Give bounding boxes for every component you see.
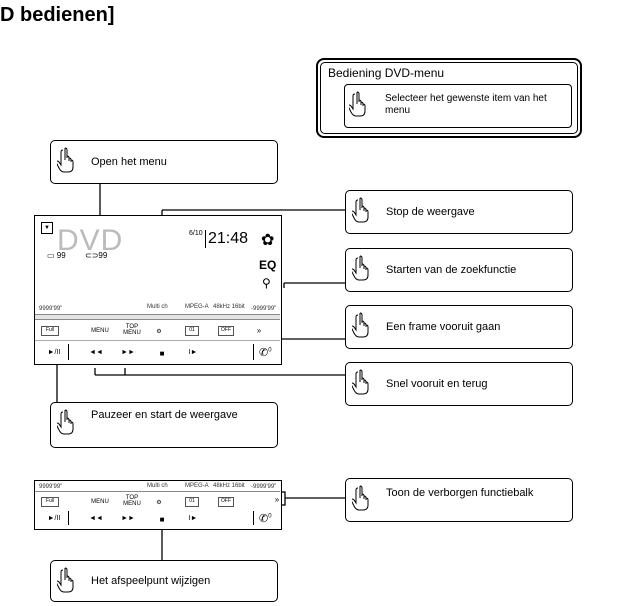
top-menu-button[interactable]: TOP MENU	[123, 324, 141, 336]
pointing-hand-icon	[352, 255, 369, 281]
time-remaining: -9999'99"	[251, 306, 277, 312]
dvd-menu-title: Bediening DVD-menu	[328, 66, 445, 80]
angle-icon[interactable]: ⚙	[156, 500, 162, 506]
pointing-hand-icon	[57, 147, 74, 173]
pointing-hand-icon	[349, 91, 366, 117]
angle-button[interactable]: 01	[185, 326, 199, 336]
source-watermark: DVD	[57, 224, 124, 257]
subtitle-off-button[interactable]: OFF	[218, 326, 234, 336]
pointing-hand-icon	[352, 197, 369, 223]
pointing-hand-icon	[352, 312, 369, 338]
date: 6/10	[189, 230, 203, 237]
settings-gear-icon[interactable]: ✿	[261, 232, 275, 249]
audio-format: MPEG-A	[185, 483, 209, 489]
pointing-hand-icon	[352, 485, 369, 511]
divider	[253, 511, 254, 525]
stop-button[interactable]: ■	[159, 515, 165, 524]
subtitle-off-button[interactable]: OFF	[218, 497, 234, 507]
more-functions-button[interactable]: »	[256, 326, 262, 335]
full-button[interactable]: Full	[41, 497, 59, 507]
control-bar	[35, 340, 280, 366]
menu-button[interactable]: MENU	[91, 499, 109, 505]
callout-hidden-bar: Toon de verborgen functiebalk	[345, 478, 573, 522]
full-button[interactable]: Full	[41, 326, 59, 336]
fast-forward-button[interactable]: ►►	[121, 349, 135, 356]
top-menu-button[interactable]: TOP MENU	[123, 495, 141, 507]
callout-text: Het afspeelpunt wijzigen	[91, 575, 211, 587]
page-heading: D bedienen]	[0, 4, 115, 26]
callout-playpoint: Het afspeelpunt wijzigen	[50, 560, 278, 602]
callout-text: Open het menu	[91, 156, 167, 168]
dvd-control-strip: 9999'99" Multi ch MPEG-A 48kHz 16bit -99…	[34, 480, 282, 530]
pointing-hand-icon	[352, 369, 369, 395]
frame-advance-button[interactable]: I►	[188, 349, 198, 356]
callout-search: Starten van de zoekfunctie	[345, 248, 573, 292]
clock: 21:48	[205, 230, 248, 248]
callout-fast: Snel vooruit en terug	[345, 362, 573, 406]
divider	[253, 344, 254, 360]
eq-button[interactable]: EQ	[259, 258, 277, 272]
audio-channel: Multi ch	[147, 483, 168, 489]
dvd-menu-box: Bediening DVD-menu Selecteer het gewenst…	[316, 58, 582, 138]
frame-advance-button[interactable]: I►	[188, 515, 198, 522]
seek-bar[interactable]	[35, 314, 280, 320]
callout-frame: Een frame vooruit gaan	[345, 305, 573, 349]
sample-rate: 48kHz 16bit	[213, 483, 245, 489]
play-pause-button[interactable]: ►/II	[47, 515, 61, 522]
dvd-menu-inner-box: Selecteer het gewenste item van het menu	[344, 84, 572, 128]
phone-icon[interactable]: ✆0	[259, 513, 272, 525]
rewind-button[interactable]: ◄◄	[89, 515, 103, 522]
divider	[68, 344, 69, 360]
dvd-screen: ▼ DVD ▭ 99 ⊂⊃99 6/10 21:48 ✿ EQ ⚲ 9999'9…	[34, 215, 282, 365]
audio-format: MPEG-A	[185, 304, 209, 310]
angle-button[interactable]: 01	[185, 497, 199, 507]
angle-icon[interactable]: ⚙	[156, 329, 162, 335]
callout-text: Pauzeer en start de weergave	[91, 409, 238, 421]
pointing-hand-icon	[57, 567, 74, 593]
rewind-button[interactable]: ◄◄	[89, 349, 103, 356]
callout-text: Toon de verborgen functiebalk	[386, 487, 534, 499]
callout-text: Een frame vooruit gaan	[386, 321, 501, 333]
menu-button[interactable]: MENU	[91, 328, 109, 334]
play-pause-button[interactable]: ►/II	[47, 349, 61, 356]
fast-forward-button[interactable]: ►►	[121, 515, 135, 522]
time-remaining: -9999'99"	[251, 484, 277, 490]
callout-text: Stop de weergave	[386, 206, 475, 218]
callout-pause: Pauzeer en start de weergave	[50, 402, 278, 448]
callout-open-menu: Open het menu	[50, 140, 278, 184]
seek-bar[interactable]	[35, 491, 280, 494]
phone-icon[interactable]: ✆0	[259, 347, 272, 359]
more-functions-button[interactable]: »	[274, 495, 280, 504]
divider	[68, 511, 69, 525]
audio-channel: Multi ch	[147, 304, 168, 310]
sample-rate: 48kHz 16bit	[213, 304, 245, 310]
source-dropdown-button[interactable]: ▼	[41, 222, 53, 234]
search-icon[interactable]: ⚲	[262, 276, 271, 290]
callout-stop: Stop de weergave	[345, 190, 573, 234]
callout-text: Starten van de zoekfunctie	[386, 264, 517, 276]
chapter-counter: ⊂⊃99	[85, 251, 108, 260]
time-elapsed: 9999'99"	[39, 306, 63, 312]
title-counter: ▭ 99	[47, 251, 66, 260]
dvd-menu-text: Selecteer het gewenste item van het menu	[385, 93, 547, 116]
pointing-hand-icon	[57, 409, 74, 435]
stop-button[interactable]: ■	[159, 349, 165, 358]
callout-text: Snel vooruit en terug	[386, 378, 488, 390]
time-elapsed: 9999'99"	[39, 484, 63, 490]
